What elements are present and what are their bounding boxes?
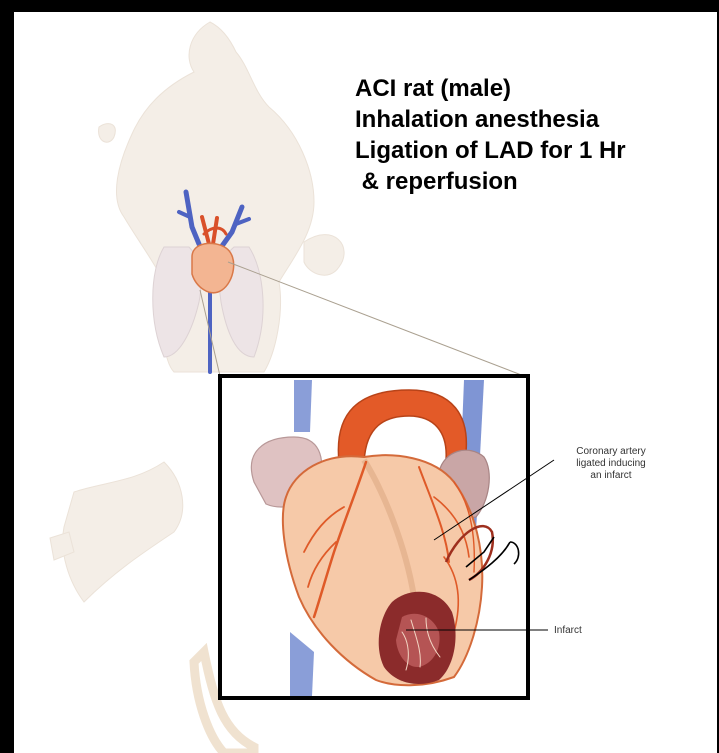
- procedure-line-4: & reperfusion: [355, 168, 518, 195]
- coronary-artery-label: Coronary artery ligated inducing an infa…: [556, 446, 666, 482]
- coronary-label-line-2: ligated inducing: [556, 458, 666, 470]
- procedure-line-3: Ligation of LAD for 1 Hr: [355, 137, 626, 164]
- slide-canvas: ACI rat (male) Inhalation anesthesia Lig…: [14, 12, 717, 753]
- procedure-description: ACI rat (male) Inhalation anesthesia Lig…: [355, 73, 626, 197]
- procedure-line-1: ACI rat (male): [355, 75, 511, 102]
- infarct-label: Infarct: [554, 625, 604, 637]
- small-heart: [192, 243, 234, 292]
- magnified-heart-panel: [220, 376, 554, 698]
- coronary-label-line-1: Coronary artery: [556, 446, 666, 458]
- procedure-line-2: Inhalation anesthesia: [355, 106, 599, 133]
- coronary-label-line-3: an infarct: [556, 470, 666, 482]
